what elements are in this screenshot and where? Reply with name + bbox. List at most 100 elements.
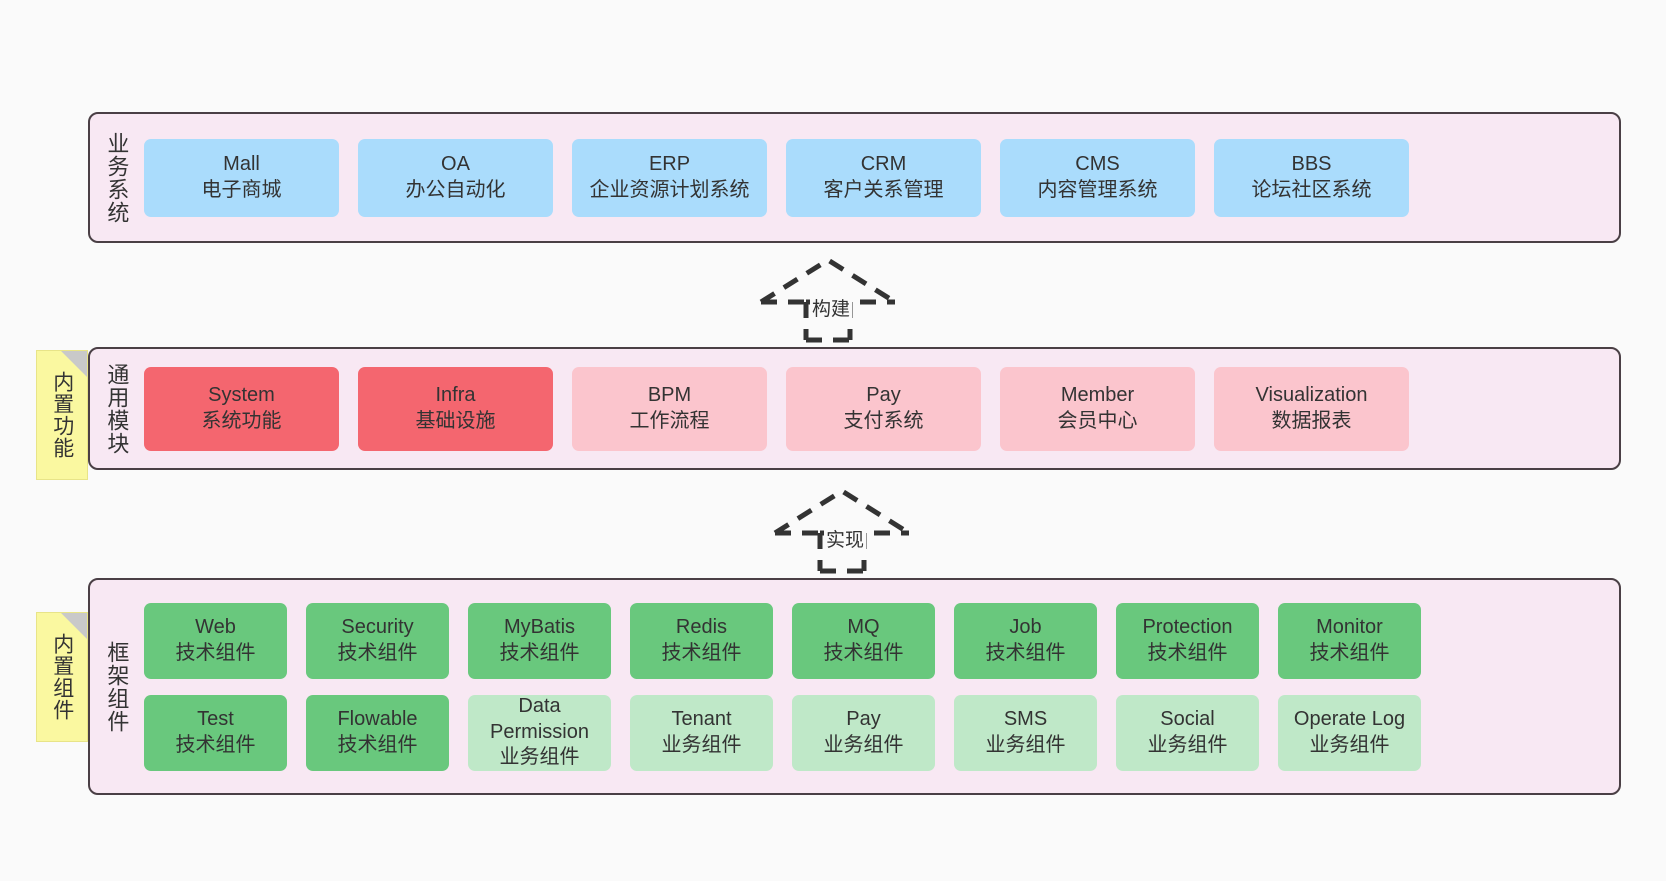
card-title: Operate Log xyxy=(1293,707,1406,730)
card-subtitle: 业务组件 xyxy=(661,733,742,756)
card-title: Mall xyxy=(223,152,260,175)
card-title: Visualization xyxy=(1255,383,1368,406)
card-subtitle: 技术组件 xyxy=(823,641,904,664)
card-subtitle: 技术组件 xyxy=(985,641,1066,664)
card-title: Infra xyxy=(435,383,476,406)
card-mybatis[interactable]: MyBatis 技术组件 xyxy=(468,602,611,679)
card-subtitle: 技术组件 xyxy=(337,733,418,756)
card-subtitle: 业务组件 xyxy=(823,733,904,756)
card-operate-log[interactable]: Operate Log 业务组件 xyxy=(1278,694,1421,771)
card-title: Pay xyxy=(846,707,881,730)
layer-business-label: 业务系统 xyxy=(104,131,130,224)
layer-common-modules: 通用模块 System 系统功能 Infra 基础设施 BPM 工作流程 Pay… xyxy=(88,347,1621,470)
card-subtitle: 业务组件 xyxy=(1147,733,1228,756)
sticky-note-builtin-function: 内置功能 xyxy=(36,350,88,480)
sticky-fold-corner xyxy=(61,351,87,377)
card-visualization[interactable]: Visualization 数据报表 xyxy=(1214,366,1409,451)
framework-biz-row: Test 技术组件 Flowable 技术组件 Data Permission … xyxy=(144,694,1607,771)
layer-common-label: 通用模块 xyxy=(104,362,130,455)
card-title: SMS xyxy=(1003,707,1048,730)
sticky-fold-corner xyxy=(61,613,87,639)
card-title: Monitor xyxy=(1316,615,1383,638)
card-bbs[interactable]: BBS 论坛社区系统 xyxy=(1214,138,1409,217)
card-infra[interactable]: Infra 基础设施 xyxy=(358,366,553,451)
sticky-note-label: 内置功能 xyxy=(50,371,74,459)
card-title: CRM xyxy=(860,152,907,175)
card-subtitle: 技术组件 xyxy=(499,641,580,664)
card-title: ERP xyxy=(648,152,691,175)
card-subtitle: 企业资源计划系统 xyxy=(589,178,750,201)
card-social[interactable]: Social 业务组件 xyxy=(1116,694,1259,771)
card-mall[interactable]: Mall 电子商城 xyxy=(144,138,339,217)
card-title: Flowable xyxy=(337,707,418,730)
card-subtitle: 技术组件 xyxy=(337,641,418,664)
card-pay-component[interactable]: Pay 业务组件 xyxy=(792,694,935,771)
connector-build-label: 构建 xyxy=(810,294,853,321)
card-subtitle: 论坛社区系统 xyxy=(1251,178,1372,201)
card-title: OA xyxy=(441,152,470,175)
card-title: Pay xyxy=(866,383,901,406)
card-monitor[interactable]: Monitor 技术组件 xyxy=(1278,602,1421,679)
card-subtitle: 业务组件 xyxy=(985,733,1066,756)
card-subtitle: 支付系统 xyxy=(843,409,924,432)
card-protection[interactable]: Protection 技术组件 xyxy=(1116,602,1259,679)
card-web[interactable]: Web 技术组件 xyxy=(144,602,287,679)
card-title: MyBatis xyxy=(503,615,576,638)
card-subtitle: 数据报表 xyxy=(1271,409,1352,432)
connector-build: 构建 xyxy=(758,256,898,343)
card-bpm[interactable]: BPM 工作流程 xyxy=(572,366,767,451)
card-title: Tenant xyxy=(671,707,732,730)
connector-implement: 实现 xyxy=(772,487,912,574)
card-subtitle: 业务组件 xyxy=(499,746,580,769)
layer-framework-body: Web 技术组件 Security 技术组件 MyBatis 技术组件 Redi… xyxy=(142,580,1619,793)
sticky-note-label: 内置组件 xyxy=(50,633,74,721)
card-subtitle: 会员中心 xyxy=(1057,409,1138,432)
card-title: Member xyxy=(1060,383,1135,406)
card-cms[interactable]: CMS 内容管理系统 xyxy=(1000,138,1195,217)
card-test[interactable]: Test 技术组件 xyxy=(144,694,287,771)
card-redis[interactable]: Redis 技术组件 xyxy=(630,602,773,679)
layer-common-body: System 系统功能 Infra 基础设施 BPM 工作流程 Pay 支付系统… xyxy=(142,349,1619,468)
card-subtitle: 技术组件 xyxy=(1309,641,1390,664)
card-crm[interactable]: CRM 客户关系管理 xyxy=(786,138,981,217)
card-pay[interactable]: Pay 支付系统 xyxy=(786,366,981,451)
card-subtitle: 工作流程 xyxy=(629,409,710,432)
card-subtitle: 技术组件 xyxy=(175,641,256,664)
card-subtitle: 技术组件 xyxy=(175,733,256,756)
card-title: Redis xyxy=(675,615,728,638)
card-title: CMS xyxy=(1075,152,1120,175)
card-subtitle: 办公自动化 xyxy=(405,178,506,201)
card-tenant[interactable]: Tenant 业务组件 xyxy=(630,694,773,771)
card-member[interactable]: Member 会员中心 xyxy=(1000,366,1195,451)
card-title: Data Permission xyxy=(490,695,589,743)
card-flowable[interactable]: Flowable 技术组件 xyxy=(306,694,449,771)
card-system[interactable]: System 系统功能 xyxy=(144,366,339,451)
card-subtitle: 基础设施 xyxy=(415,409,496,432)
card-subtitle: 系统功能 xyxy=(201,409,282,432)
card-subtitle: 技术组件 xyxy=(661,641,742,664)
card-title: MQ xyxy=(847,615,880,638)
layer-business-system: 业务系统 Mall 电子商城 OA 办公自动化 ERP 企业资源计划系统 CRM… xyxy=(88,112,1621,243)
card-data-permission[interactable]: Data Permission 业务组件 xyxy=(468,694,611,771)
card-title: Protection xyxy=(1142,615,1233,638)
card-job[interactable]: Job 技术组件 xyxy=(954,602,1097,679)
card-title: Security xyxy=(341,615,414,638)
card-security[interactable]: Security 技术组件 xyxy=(306,602,449,679)
card-title: BPM xyxy=(647,383,692,406)
card-subtitle: 技术组件 xyxy=(1147,641,1228,664)
card-title: Web xyxy=(195,615,236,638)
card-sms[interactable]: SMS 业务组件 xyxy=(954,694,1097,771)
card-title: BBS xyxy=(1291,152,1332,175)
card-subtitle: 客户关系管理 xyxy=(823,178,944,201)
card-mq[interactable]: MQ 技术组件 xyxy=(792,602,935,679)
layer-business-body: Mall 电子商城 OA 办公自动化 ERP 企业资源计划系统 CRM 客户关系… xyxy=(142,114,1619,241)
common-card-row: System 系统功能 Infra 基础设施 BPM 工作流程 Pay 支付系统… xyxy=(144,366,1607,451)
card-oa[interactable]: OA 办公自动化 xyxy=(358,138,553,217)
card-subtitle: 内容管理系统 xyxy=(1037,178,1158,201)
card-subtitle: 电子商城 xyxy=(201,178,282,201)
sticky-note-builtin-component: 内置组件 xyxy=(36,612,88,742)
business-card-row: Mall 电子商城 OA 办公自动化 ERP 企业资源计划系统 CRM 客户关系… xyxy=(144,138,1607,217)
card-erp[interactable]: ERP 企业资源计划系统 xyxy=(572,138,767,217)
card-title: Test xyxy=(197,707,234,730)
